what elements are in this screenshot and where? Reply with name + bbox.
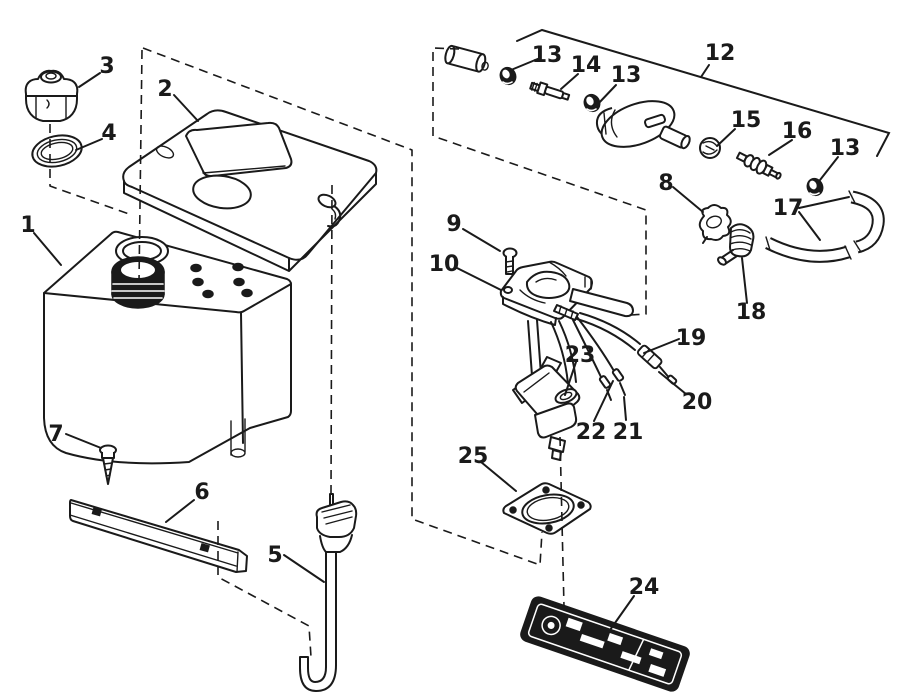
- align-big-box: [142, 47, 543, 566]
- leader-10: [456, 267, 502, 291]
- part-clamp-8: [698, 204, 732, 244]
- leader-13-middle: [596, 84, 617, 106]
- leader-23: [564, 361, 577, 396]
- callout-25: 25: [458, 444, 489, 469]
- callout-17: 17: [773, 196, 804, 221]
- callout-6: 6: [194, 480, 209, 505]
- leader-17-upper: [798, 196, 850, 209]
- callout-9: 9: [446, 212, 461, 237]
- leader-6: [165, 499, 195, 523]
- part-gasket-ring: [31, 134, 83, 168]
- part-pickup-assembly: [499, 260, 634, 461]
- cover-raised-panel: [185, 121, 293, 178]
- callout-10: 10: [429, 252, 460, 277]
- leader-21: [623, 396, 627, 421]
- callout-12: 12: [705, 41, 736, 66]
- leader-13-left: [510, 57, 541, 71]
- part-filter: [595, 100, 691, 150]
- callout-3: 3: [99, 54, 114, 79]
- leader-16: [768, 139, 793, 156]
- part-fitting-14: [529, 81, 571, 101]
- leader-5: [283, 554, 325, 583]
- part-grommet-13-left: [499, 66, 517, 86]
- leader-8: [672, 186, 704, 213]
- part-grommet-13-middle: [583, 93, 601, 113]
- leader-lines: [33, 57, 850, 631]
- part-screw-9: [502, 247, 518, 275]
- pickup-handle: [569, 288, 634, 318]
- pickup-lower-body: [534, 402, 578, 461]
- callout-1: 1: [20, 213, 35, 238]
- callout-13-middle: 13: [611, 63, 642, 88]
- part-decal-plate: [520, 596, 690, 692]
- filler-neck: [111, 256, 165, 309]
- part-clip-15: [699, 137, 721, 159]
- leader-7: [65, 433, 102, 449]
- align-neck-line: [138, 49, 143, 283]
- part-cable-19-20: [576, 312, 678, 385]
- part-kit-cylinder: [444, 44, 489, 73]
- leader-18: [741, 257, 748, 304]
- part-grommet-13-right: [806, 177, 824, 197]
- callout-4: 4: [101, 121, 116, 146]
- leader-13-right: [819, 156, 839, 181]
- callout-21: 21: [613, 420, 644, 445]
- align-kit-box: [432, 47, 647, 316]
- callout-5: 5: [267, 543, 282, 568]
- align-hook-line: [330, 184, 333, 496]
- alignment-lines: [49, 47, 647, 658]
- leader-22: [593, 380, 614, 422]
- align-pump-line: [559, 436, 565, 608]
- callout-13-left: 13: [532, 43, 563, 68]
- leader-15: [716, 128, 736, 147]
- leader-4: [75, 138, 103, 151]
- callout-20: 20: [682, 390, 713, 415]
- leader-20: [658, 371, 687, 395]
- part-screw-7: [99, 444, 117, 485]
- part-filler-cap: [24, 69, 79, 122]
- callout-14: 14: [571, 53, 602, 78]
- part-mounting-rail: [69, 499, 248, 573]
- cover-small-hole: [155, 145, 175, 159]
- group-12-bracket: [516, 28, 891, 157]
- part-clamp-18: [717, 223, 755, 266]
- callout-18: 18: [736, 300, 767, 325]
- vent-holes: [190, 262, 253, 299]
- filler-opening-ring: [115, 236, 169, 266]
- leader-2: [173, 94, 199, 122]
- part-gasket-25: [502, 482, 592, 535]
- leader-19: [643, 338, 680, 354]
- callout-8: 8: [658, 171, 673, 196]
- part-dipstick: [299, 493, 358, 692]
- callout-13-right: 13: [830, 136, 861, 161]
- callout-22: 22: [576, 420, 607, 445]
- callout-7: 7: [48, 422, 63, 447]
- leader-25: [480, 461, 517, 492]
- leader-9: [462, 228, 501, 252]
- callout-24: 24: [629, 575, 660, 600]
- leader-14: [560, 73, 579, 90]
- callout-23: 23: [565, 343, 596, 368]
- callout-15: 15: [731, 108, 762, 133]
- leader-1: [33, 232, 62, 266]
- callout-labels: 1 2 3 4 5 6 7 8 9 10 12 13 13 13 14 15 1…: [20, 41, 860, 600]
- align-cap-line: [49, 124, 130, 215]
- cover-oval-hole: [192, 174, 252, 210]
- part-fitting-16: [735, 151, 782, 180]
- pickup-nipple: [553, 304, 579, 321]
- align-rail-line: [217, 521, 312, 658]
- callout-2: 2: [157, 77, 172, 102]
- part-wires-21-22: [572, 316, 626, 401]
- leader-17-lower: [798, 211, 821, 241]
- leader-24: [609, 595, 635, 631]
- callout-16: 16: [782, 119, 813, 144]
- part-oil-tank: [43, 230, 292, 465]
- leader-3: [78, 72, 101, 88]
- leader-12: [700, 64, 710, 78]
- part-hoses-17: [765, 190, 885, 263]
- callout-19: 19: [676, 326, 707, 351]
